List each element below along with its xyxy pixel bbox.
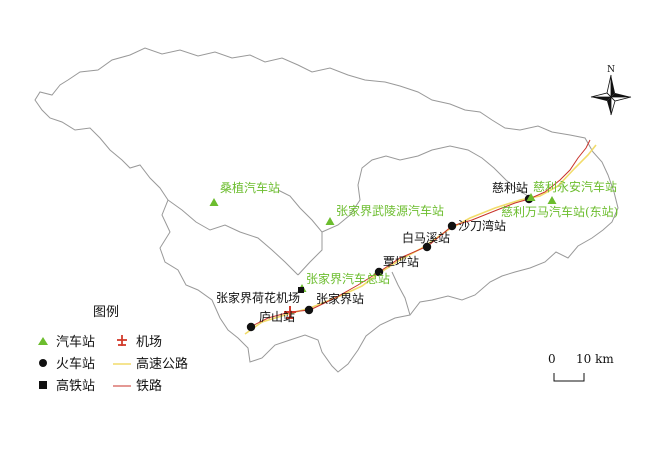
county-line-middle xyxy=(321,145,529,233)
train-station-label: 庐山站 xyxy=(259,309,295,324)
airport-icon xyxy=(284,306,296,319)
north-arrow-point xyxy=(607,97,611,115)
legend-hsr-icon xyxy=(39,381,47,389)
north-arrow-point xyxy=(610,96,632,102)
airport-label: 张家界荷花机场 xyxy=(216,290,300,305)
legend-highway-label: 高速公路 xyxy=(136,356,188,372)
scale-distance-label: 10 km xyxy=(576,352,614,366)
legend-hsr-label: 高铁站 xyxy=(56,378,95,394)
north-arrow: N xyxy=(590,65,632,116)
train-stations xyxy=(246,194,534,332)
bus-station-label: 张家界武陵源汽车站 xyxy=(336,203,444,218)
scale-bar: 0 10 km xyxy=(548,352,614,382)
bus-station-label: 桑植汽车站 xyxy=(220,180,280,195)
train-station-marker xyxy=(374,267,384,277)
region-boundary xyxy=(34,47,619,373)
legend-railway-label: 铁路 xyxy=(136,378,162,394)
train-station-labels: 庐山站 张家界站 覃坪站 白马溪站 沙刀湾站 慈利站 张家界荷花机场 xyxy=(216,180,528,324)
legend-airport-label: 机场 xyxy=(136,335,162,350)
train-station-label: 覃坪站 xyxy=(383,255,419,269)
north-label: N xyxy=(607,65,615,75)
legend-bus-label: 汽车站 xyxy=(56,334,95,350)
bus-station-labels: 桑植汽车站 张家界武陵源汽车站 张家界汽车总站 慈利永安汽车站 慈利万马汽车站(… xyxy=(220,179,618,286)
bus-station-marker xyxy=(209,198,219,206)
scale-line xyxy=(553,373,585,382)
train-station-label: 张家界站 xyxy=(316,291,364,306)
train-station-label: 慈利站 xyxy=(492,180,528,195)
legend-train-icon xyxy=(39,359,47,367)
legend-train-label: 火车站 xyxy=(56,356,95,372)
county-line-center xyxy=(277,189,323,276)
legend-airport-icon xyxy=(117,335,127,346)
county-line-east xyxy=(391,271,411,316)
north-arrow-point xyxy=(591,97,611,101)
legend: 图例 汽车站 机场 火车站 高速公路 高铁站 铁路 xyxy=(38,305,188,394)
north-arrow-point xyxy=(611,75,615,97)
train-station-label: 沙刀湾站 xyxy=(458,218,506,233)
legend-bus-icon xyxy=(38,337,48,345)
bus-station-label: 张家界汽车总站 xyxy=(306,271,390,286)
train-station-marker xyxy=(447,221,457,231)
train-station-marker xyxy=(422,242,432,252)
bus-station-label: 慈利永安汽车站 xyxy=(533,179,617,194)
hsr-station-marker xyxy=(298,287,304,293)
bus-station-marker xyxy=(325,217,335,225)
bus-station-label: 慈利万马汽车站(东站) xyxy=(501,204,618,219)
county-line-west xyxy=(167,199,299,276)
scale-zero-label: 0 xyxy=(548,352,556,366)
train-station-marker xyxy=(304,305,314,315)
train-station-label: 白马溪站 xyxy=(402,230,450,245)
outer-boundary xyxy=(34,47,619,373)
bus-station-marker xyxy=(526,193,536,201)
train-station-marker xyxy=(246,322,256,332)
railway-line xyxy=(249,139,591,328)
legend-title: 图例 xyxy=(93,305,119,320)
north-arrow-point xyxy=(611,93,631,97)
bus-station-marker xyxy=(547,196,557,204)
north-arrow-point xyxy=(590,92,612,98)
